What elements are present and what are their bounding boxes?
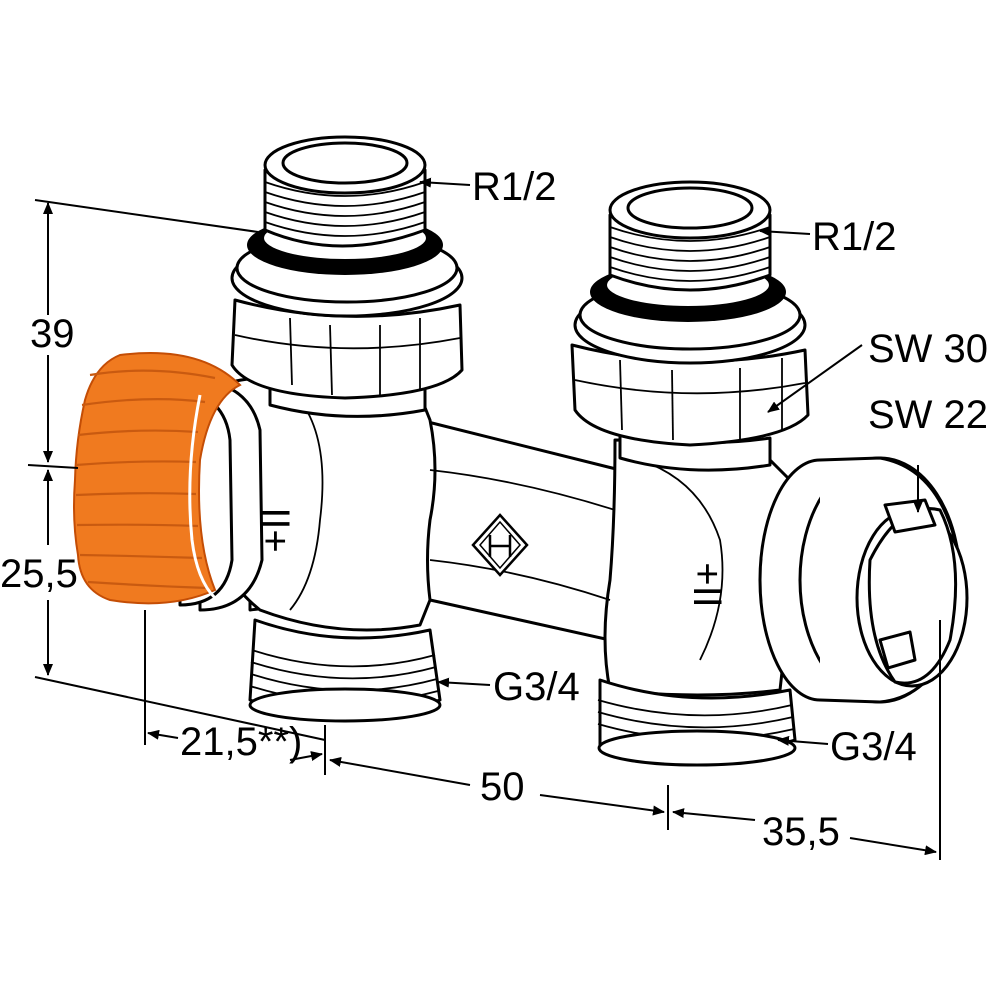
top-left-connection <box>230 135 464 418</box>
heimeier-diamond-logo-icon <box>471 513 529 577</box>
label-bottom-left-thread: G3/4 <box>493 665 580 709</box>
right-cap <box>758 456 969 704</box>
dim-offset-right: 35,5 <box>762 810 840 854</box>
handwheel <box>73 352 264 612</box>
label-bottom-right-thread: G3/4 <box>830 725 917 769</box>
valve-body <box>203 377 802 697</box>
dim-height-upper: 39 <box>30 312 75 356</box>
bottom-right-connection <box>597 678 797 767</box>
label-top-left-thread: R1/2 <box>472 165 557 209</box>
bottom-left-connection <box>248 618 442 723</box>
dimension-lines <box>27 199 941 860</box>
dim-spacing: 50 <box>480 765 525 809</box>
body-marking-left: II+ <box>253 507 297 553</box>
callout-leaders <box>419 177 923 746</box>
dim-height-lower: 25,5 <box>0 552 78 596</box>
handwheel-ribs <box>75 369 216 590</box>
dim-offset-left: 21,5**) <box>180 720 302 764</box>
label-wrench-size-cap: SW 22 <box>868 393 988 437</box>
label-top-right-thread: R1/2 <box>812 215 897 259</box>
label-wrench-size-nut: SW 30 <box>868 327 988 371</box>
body-marking-right: +II <box>685 562 729 608</box>
handwheel-cap <box>73 352 242 605</box>
top-right-connection <box>570 180 810 472</box>
